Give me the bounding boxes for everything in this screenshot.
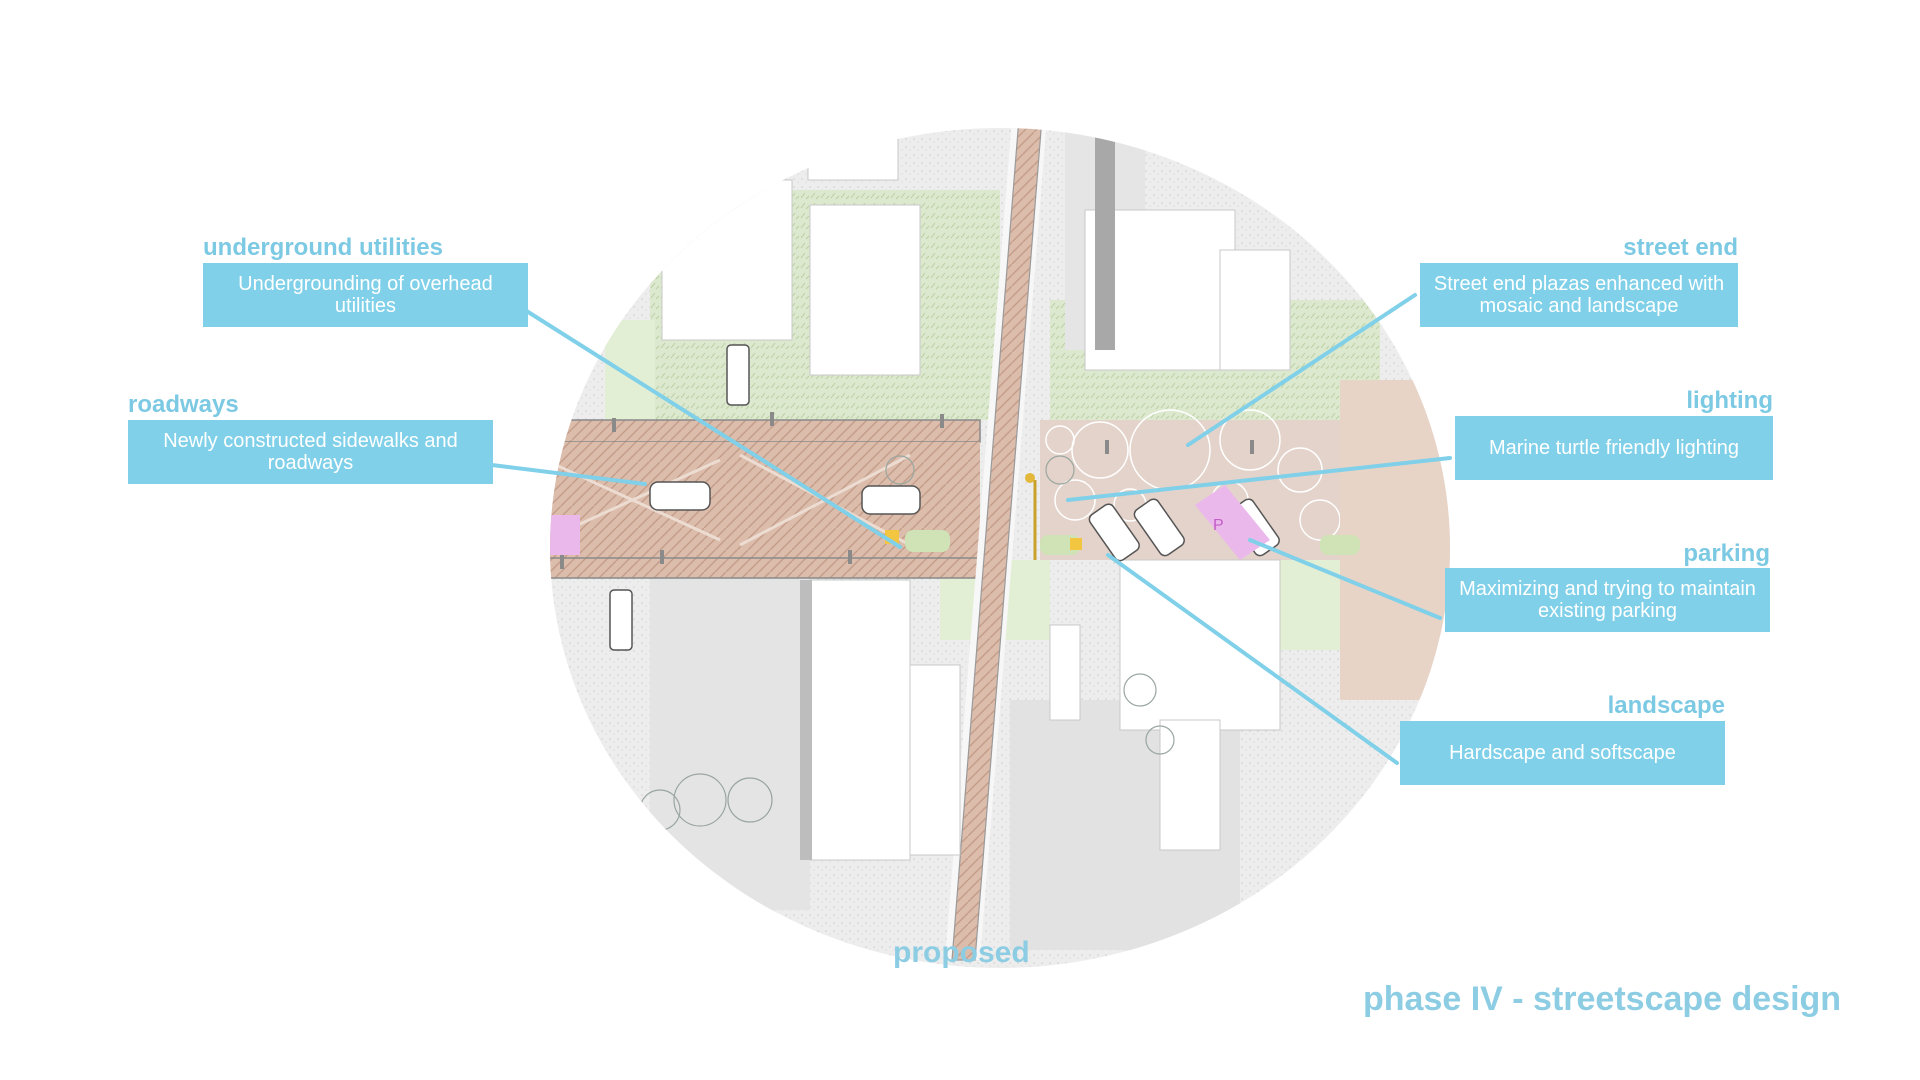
leader-lines	[490, 293, 1452, 765]
plan-contents: P	[550, 128, 1450, 968]
heading-lighting: lighting	[1686, 387, 1773, 414]
sidewalk-north	[550, 419, 981, 443]
car-3	[1088, 503, 1140, 562]
callout-street-end: Street end plazas enhanced with mosaic a…	[1420, 263, 1738, 327]
heading-roadways: roadways	[128, 391, 239, 418]
building-8	[1049, 624, 1081, 721]
leader-lighting	[1066, 456, 1452, 502]
pedestrian-street	[951, 128, 1046, 961]
callout-landscape: Hardscape and softscape	[1400, 721, 1725, 785]
heading-underground-utilities: underground utilities	[203, 234, 443, 261]
heading-landscape: landscape	[1607, 692, 1725, 719]
building-shadow-s	[800, 580, 812, 860]
leader-landscape	[1106, 553, 1399, 765]
leader-street-end	[1186, 293, 1417, 447]
car-parked-s	[609, 589, 633, 651]
heading-parking: parking	[1683, 540, 1770, 567]
green-strip-w	[605, 320, 655, 420]
car-1	[649, 481, 711, 511]
heading-street-end: street end	[1623, 234, 1738, 261]
caption-proposed: proposed	[893, 936, 1030, 969]
callout-roadways: Newly constructed sidewalks and roadways	[128, 420, 493, 484]
building-1	[807, 128, 899, 181]
leader-roadways	[490, 463, 647, 486]
car-2	[861, 485, 921, 515]
callout-parking: Maximizing and trying to maintain existi…	[1445, 568, 1770, 632]
callout-lighting: Marine turtle friendly lighting	[1455, 416, 1773, 480]
light-pole	[1025, 473, 1037, 560]
lot-sw	[650, 570, 810, 910]
parking-stall-w	[550, 515, 580, 555]
pedestrians	[560, 412, 1254, 569]
building-7	[909, 664, 961, 856]
building-shadow-n	[1095, 128, 1115, 350]
planters	[885, 530, 1360, 555]
roadway-pattern	[550, 453, 911, 547]
building-2	[661, 179, 793, 341]
building-3	[809, 204, 921, 376]
building-5	[1219, 249, 1291, 371]
building-6	[809, 579, 911, 861]
parking-sign: P	[1213, 517, 1224, 534]
sidewalk-south	[550, 557, 981, 579]
callout-underground-utilities: Undergrounding of overhead utilities	[203, 263, 528, 327]
building-10	[1159, 719, 1221, 851]
building-9	[1119, 559, 1281, 731]
leader-underground-utilities	[523, 308, 902, 549]
car-4	[1133, 498, 1185, 557]
street-end-plaza	[1040, 420, 1360, 560]
buildings	[661, 128, 1291, 861]
plaza-mosaic	[1045, 409, 1341, 541]
page-title: phase IV - streetscape design	[1363, 980, 1842, 1018]
car-parked-n	[726, 344, 750, 406]
leader-parking	[1248, 538, 1442, 620]
